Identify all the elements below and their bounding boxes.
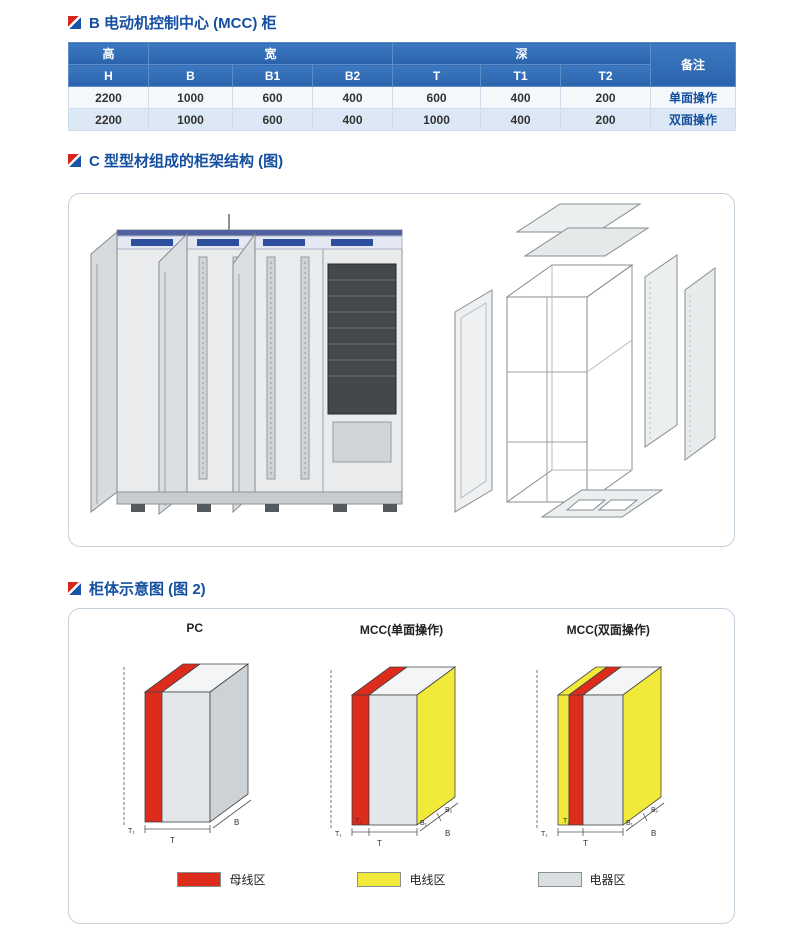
dim-label-t1: T₁ [541, 831, 548, 838]
section-c-title: C 型型材组成的柜架结构 (图) [68, 150, 283, 171]
cabinet-schematic-panel: PC T T₁ B MC [68, 608, 735, 924]
cell-t1: 400 [480, 86, 562, 109]
section-marker-icon [68, 16, 81, 29]
diagram-row: PC T T₁ B MC [69, 609, 734, 865]
legend-item-device: 电器区 [537, 871, 626, 888]
dim-label-t2: T₂ [563, 818, 570, 825]
dim-label-t1: T₁ [128, 828, 135, 835]
section-c-title-text: C 型型材组成的柜架结构 (图) [89, 153, 284, 170]
table-row: 2200 1000 600 400 1000 400 200 双面操作 [68, 108, 737, 131]
legend-label: 电器区 [589, 873, 626, 887]
zone-legend: 母线区 电线区 电器区 [69, 871, 734, 888]
busbar-zone-swatch [177, 872, 222, 887]
table-sub-header-row: H B B1 B2 T T1 T2 [68, 64, 736, 87]
cell-t: 1000 [392, 108, 482, 131]
cell-b1: 600 [232, 86, 313, 109]
table-group-header-row: 高 宽 深 备注 [68, 42, 737, 87]
col-group-width: 宽 [147, 42, 394, 65]
frame-exploded-illustration [454, 203, 716, 518]
col-group-depth: 深 [392, 42, 652, 65]
cell-remark: 单面操作 [650, 86, 737, 109]
pc-cabinet-isometric: T T₁ B [123, 663, 251, 845]
dim-label-t2: T₂ [355, 818, 362, 825]
cell-b2: 400 [311, 86, 394, 109]
cell-b2: 400 [311, 108, 394, 131]
cell-t2: 200 [560, 108, 652, 131]
cell-b: 1000 [148, 86, 233, 109]
cell-t: 600 [392, 86, 482, 109]
diagram-label: MCC(单面操作) [359, 623, 444, 637]
dim-label-b1: B₁ [420, 820, 428, 827]
dim-label-b: B [234, 818, 239, 827]
legend-item-wire: 电线区 [357, 871, 446, 888]
table-row: 2200 1000 600 400 600 400 200 单面操作 [68, 86, 737, 109]
cabinet-diagram-mcc-single: MCC(单面操作) T T₁ T₂ B [307, 621, 497, 865]
mcc-cabinet-lineup-illustration [90, 214, 403, 516]
cell-t1: 400 [480, 108, 562, 131]
col-header-t1: T1 [480, 64, 562, 87]
col-header-b: B [148, 64, 233, 87]
legend-label: 电线区 [409, 873, 446, 887]
diagram-label: PC [186, 621, 204, 635]
dim-label-t: T [377, 839, 382, 848]
col-header-t: T [392, 64, 482, 87]
dim-label-t: T [170, 836, 175, 845]
cell-h: 2200 [68, 86, 149, 109]
cabinet-diagram-mcc-double: MCC(双面操作) T T₁ T₂ [513, 621, 703, 865]
device-zone-swatch [537, 872, 582, 887]
dim-label-b2: B₂ [445, 807, 453, 814]
section-d-title: 柜体示意图 (图 2) [68, 578, 206, 599]
cabinet-diagram-pc: PC T T₁ B [100, 621, 290, 862]
dim-label-t1: T₁ [335, 831, 342, 838]
dim-label-b: B [651, 829, 656, 838]
diagram-label: MCC(双面操作) [566, 623, 650, 637]
dim-label-b1: B₁ [626, 820, 634, 827]
dim-label-t: T [583, 839, 588, 848]
legend-item-busbar: 母线区 [177, 871, 265, 888]
frame-structure-figure-panel [68, 193, 735, 547]
section-d-title-text: 柜体示意图 (图 2) [89, 581, 206, 598]
cell-t2: 200 [560, 86, 652, 109]
dim-label-b2: B₂ [651, 807, 659, 814]
section-b-title: B 电动机控制中心 (MCC) 柜 [68, 12, 277, 33]
col-group-remark: 备注 [650, 42, 737, 87]
section-marker-icon [68, 154, 81, 167]
mcc-double-isometric: T T₁ T₂ B₁ B₂ B [536, 666, 665, 848]
wire-zone-swatch [357, 872, 402, 887]
cell-b: 1000 [148, 108, 233, 131]
col-header-b2: B2 [311, 64, 394, 87]
dim-label-b: B [445, 829, 450, 838]
cell-b1: 600 [232, 108, 313, 131]
mcc-single-isometric: T T₁ T₂ B₁ B₂ B [330, 666, 458, 848]
col-header-b1: B1 [232, 64, 313, 87]
section-b-title-text: B 电动机控制中心 (MCC) 柜 [89, 15, 277, 32]
cell-remark: 双面操作 [650, 108, 737, 131]
cell-h: 2200 [68, 108, 149, 131]
col-header-t2: T2 [560, 64, 652, 87]
section-marker-icon [68, 582, 81, 595]
col-header-h: H [68, 64, 149, 87]
col-group-height: 高 [68, 42, 149, 65]
legend-label: 母线区 [229, 873, 266, 887]
mcc-spec-table: 高 宽 深 备注 H B B1 B2 T T1 T2 2200 1000 600… [68, 42, 737, 131]
